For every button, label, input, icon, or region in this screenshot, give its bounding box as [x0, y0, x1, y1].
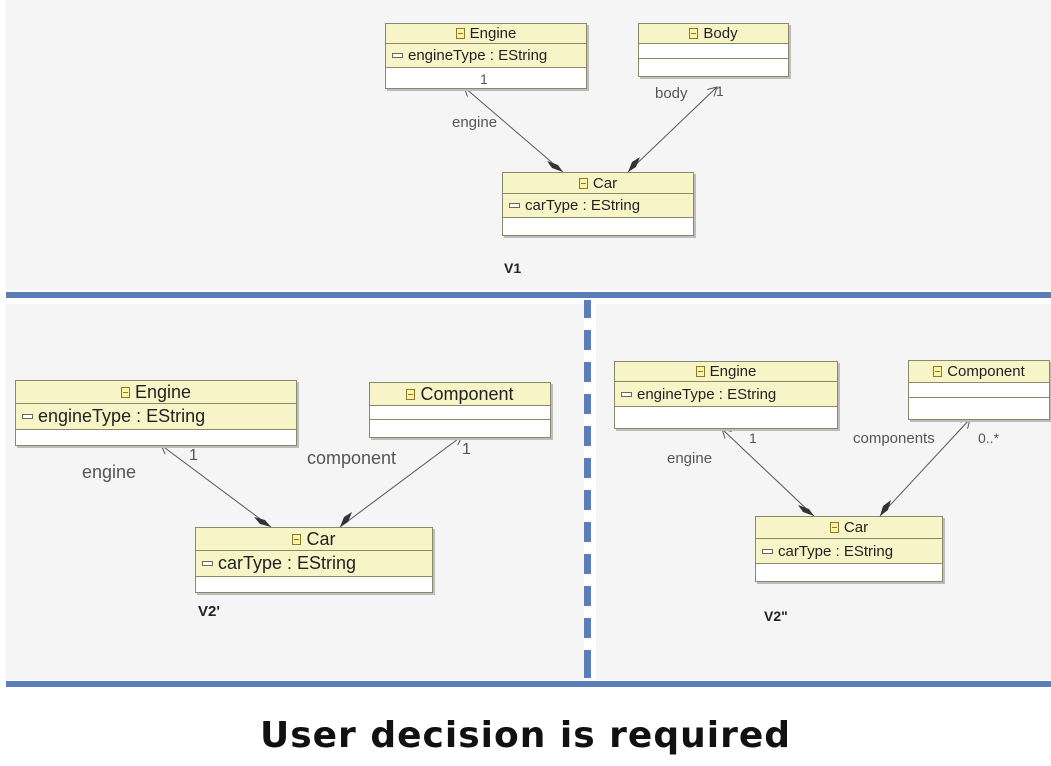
class-icon — [933, 366, 943, 377]
v2b-component-role: components — [853, 430, 935, 447]
v1-body-multiplicity: 1 — [716, 83, 724, 99]
class-icon — [406, 388, 416, 400]
v1-body-composition-diamond — [628, 157, 640, 172]
v2b-component-association — [879, 419, 970, 517]
class-name: Car — [306, 528, 336, 549]
v2b-component-multiplicity: 0..* — [978, 430, 1000, 446]
footer-message: User decision is required — [259, 715, 792, 756]
attribute-label: carType : EString — [525, 197, 641, 214]
class-icon — [689, 28, 699, 39]
class-name: Engine — [709, 363, 757, 380]
v2a-component-association — [339, 436, 462, 528]
v1-version-label: V1 — [504, 260, 522, 276]
v1-engine-class[interactable]: Engine engineType : EString — [385, 23, 587, 89]
v2b-car-class[interactable]: Car carType : EString — [755, 516, 943, 582]
v1-engine-composition-diamond — [547, 161, 563, 172]
v2b-component-class[interactable]: Component — [908, 360, 1050, 420]
attribute-label: carType : EString — [778, 542, 894, 560]
v2b-engine-role: engine — [667, 450, 713, 467]
class-icon — [292, 533, 302, 545]
v1-engine-association — [464, 87, 564, 173]
attribute-label: engineType : EString — [38, 406, 206, 426]
class-icon — [455, 28, 465, 39]
v2b-version-label: V2" — [764, 608, 788, 624]
v2a-engine-association — [161, 445, 272, 528]
v1-body-association — [627, 87, 717, 173]
class-icon — [829, 522, 839, 533]
v1-car-class[interactable]: Car carType : EString — [502, 172, 694, 236]
v2a-version-label: V2' — [198, 603, 220, 620]
v2b-engine-association — [722, 429, 815, 517]
attribute-icon — [509, 203, 520, 208]
class-name: Body — [703, 25, 738, 42]
attribute-icon — [762, 548, 773, 554]
v1-body-role: body — [655, 85, 688, 102]
class-icon — [695, 366, 705, 377]
v2a-car-class[interactable]: Car carType : EString — [195, 527, 433, 593]
v2b-engine-composition-diamond — [798, 505, 814, 516]
class-name: Component — [420, 383, 514, 404]
v2a-engine-class[interactable]: Engine engineType : EString — [15, 380, 297, 446]
v1-engine-role: engine — [452, 114, 498, 131]
v2a-component-composition-diamond — [340, 512, 352, 527]
class-icon — [578, 177, 588, 189]
v2a-panel — [6, 304, 584, 680]
class-name: Car — [843, 519, 869, 536]
v1-engine-multiplicity: 1 — [480, 71, 488, 87]
class-name: Engine — [134, 381, 192, 402]
attribute-icon — [202, 561, 213, 566]
attribute-label: carType : EString — [218, 553, 357, 573]
v2a-engine-composition-diamond — [254, 517, 271, 527]
bottom-divider — [6, 681, 1051, 687]
v1-body-class[interactable]: Body — [638, 23, 789, 77]
top-divider — [6, 292, 1051, 298]
v2b-component-composition-diamond — [880, 500, 891, 516]
class-name: Engine — [469, 25, 517, 42]
attribute-label: engineType : EString — [408, 47, 548, 64]
v2a-component-class[interactable]: Component — [369, 382, 551, 438]
attribute-icon — [22, 414, 33, 419]
attribute-icon — [621, 391, 632, 397]
v2a-engine-multiplicity: 1 — [189, 447, 198, 464]
class-icon — [120, 386, 130, 398]
v2a-engine-role: engine — [82, 462, 137, 482]
v2b-engine-multiplicity: 1 — [749, 430, 757, 446]
attribute-icon — [392, 53, 403, 58]
v2a-component-multiplicity: 1 — [462, 441, 471, 458]
v2b-engine-class[interactable]: Engine engineType : EString — [614, 361, 838, 429]
attribute-label: engineType : EString — [637, 385, 777, 403]
v2a-component-role: component — [307, 448, 397, 468]
class-name: Component — [947, 363, 1025, 380]
class-name: Car — [592, 174, 618, 192]
